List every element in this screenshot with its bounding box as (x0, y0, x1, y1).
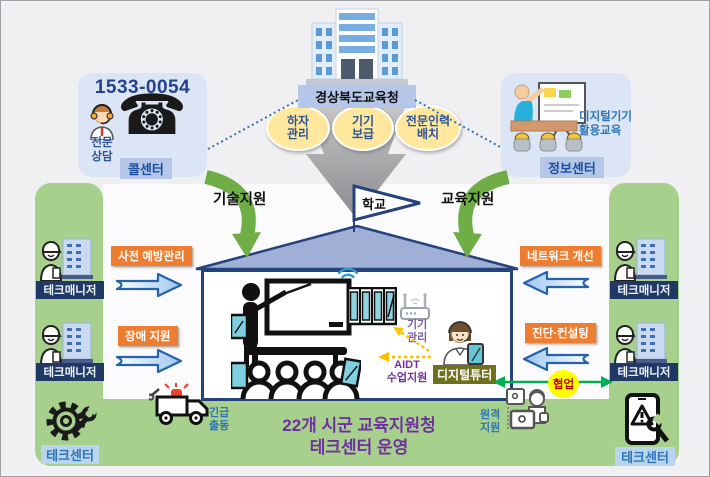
tech-manager-icon (613, 238, 667, 281)
action-label-prevention: 사전 예방관리 (111, 246, 192, 266)
info-caption: 디지털기기 활용교육 (579, 111, 632, 137)
school-flag-label: 학교 (362, 197, 386, 212)
right-arrow-fault (115, 348, 183, 374)
info-center-label: 정보센터 (540, 157, 604, 178)
agent-caption: 전문 상담 (91, 137, 113, 163)
footer-line2: 테크센터 운영 (309, 437, 409, 457)
tablet-repair-icon (625, 393, 669, 445)
function-bubble-devices: 기기 보급 (332, 105, 394, 151)
left-arrow-network (522, 270, 590, 296)
tech-manager-label: 테크매니저 (36, 363, 104, 381)
right-arrow-prevention (115, 272, 183, 298)
footer-title: 22개 시군 교육지원청 테크센터 운영 (239, 415, 479, 459)
tech-manager-label: 테크매니저 (36, 281, 104, 299)
tech-manager-icon (39, 322, 93, 365)
remote-support-icon (506, 388, 549, 430)
tech-manager-icon (613, 322, 667, 365)
remote-support-label: 원격 지원 (480, 409, 501, 435)
footer-line1: 22개 시군 교육지원청 (282, 416, 436, 435)
telephone-icon: ☎ (117, 83, 187, 146)
action-label-consulting: 진단·컨설팅 (525, 323, 596, 343)
classroom-illustration (231, 278, 361, 399)
call-agent-icon (90, 104, 114, 140)
office-building-icon (306, 8, 408, 85)
flow-label-tech-support: 기술지원 (213, 192, 267, 208)
service-van-icon (149, 383, 209, 425)
training-presenter-icon (510, 82, 586, 152)
gear-wrench-icon (46, 401, 97, 441)
digital-tutor-icon (443, 321, 484, 365)
authority-label: 경상북도교육청 (298, 85, 416, 108)
digital-tutor-label: 디지털튜터 (433, 365, 497, 384)
bottom-green-bar (35, 399, 679, 466)
device-management-label: 기기 관리 (407, 319, 428, 345)
collaboration-badge: 협업 (548, 370, 579, 398)
action-label-fault: 장애 지원 (118, 326, 178, 346)
tech-center-label: 테크센터 (615, 447, 675, 466)
phone-number: 1533-0054 (94, 77, 191, 98)
left-arrow-consulting (522, 346, 590, 372)
tech-manager-label: 테크매니저 (610, 363, 678, 381)
function-bubble-defects: 하자 관리 (266, 105, 330, 151)
school-flag-icon (352, 184, 421, 232)
aidt-support-label: AIDT 수업지원 (386, 359, 428, 385)
tech-manager-icon (39, 238, 93, 281)
tech-manager-label: 테크매니저 (610, 281, 678, 299)
function-bubble-staff: 전문인력 배치 (395, 105, 461, 151)
call-center-label: 콜센터 (120, 158, 172, 179)
tech-center-label: 테크센터 (41, 445, 99, 464)
emergency-dispatch-label: 긴급 출동 (209, 407, 230, 433)
device-charging-cart-icon (347, 287, 397, 326)
action-label-network: 네트워크 개선 (520, 246, 601, 266)
flow-label-edu-support: 교육지원 (441, 192, 495, 208)
router-icon (400, 293, 430, 320)
